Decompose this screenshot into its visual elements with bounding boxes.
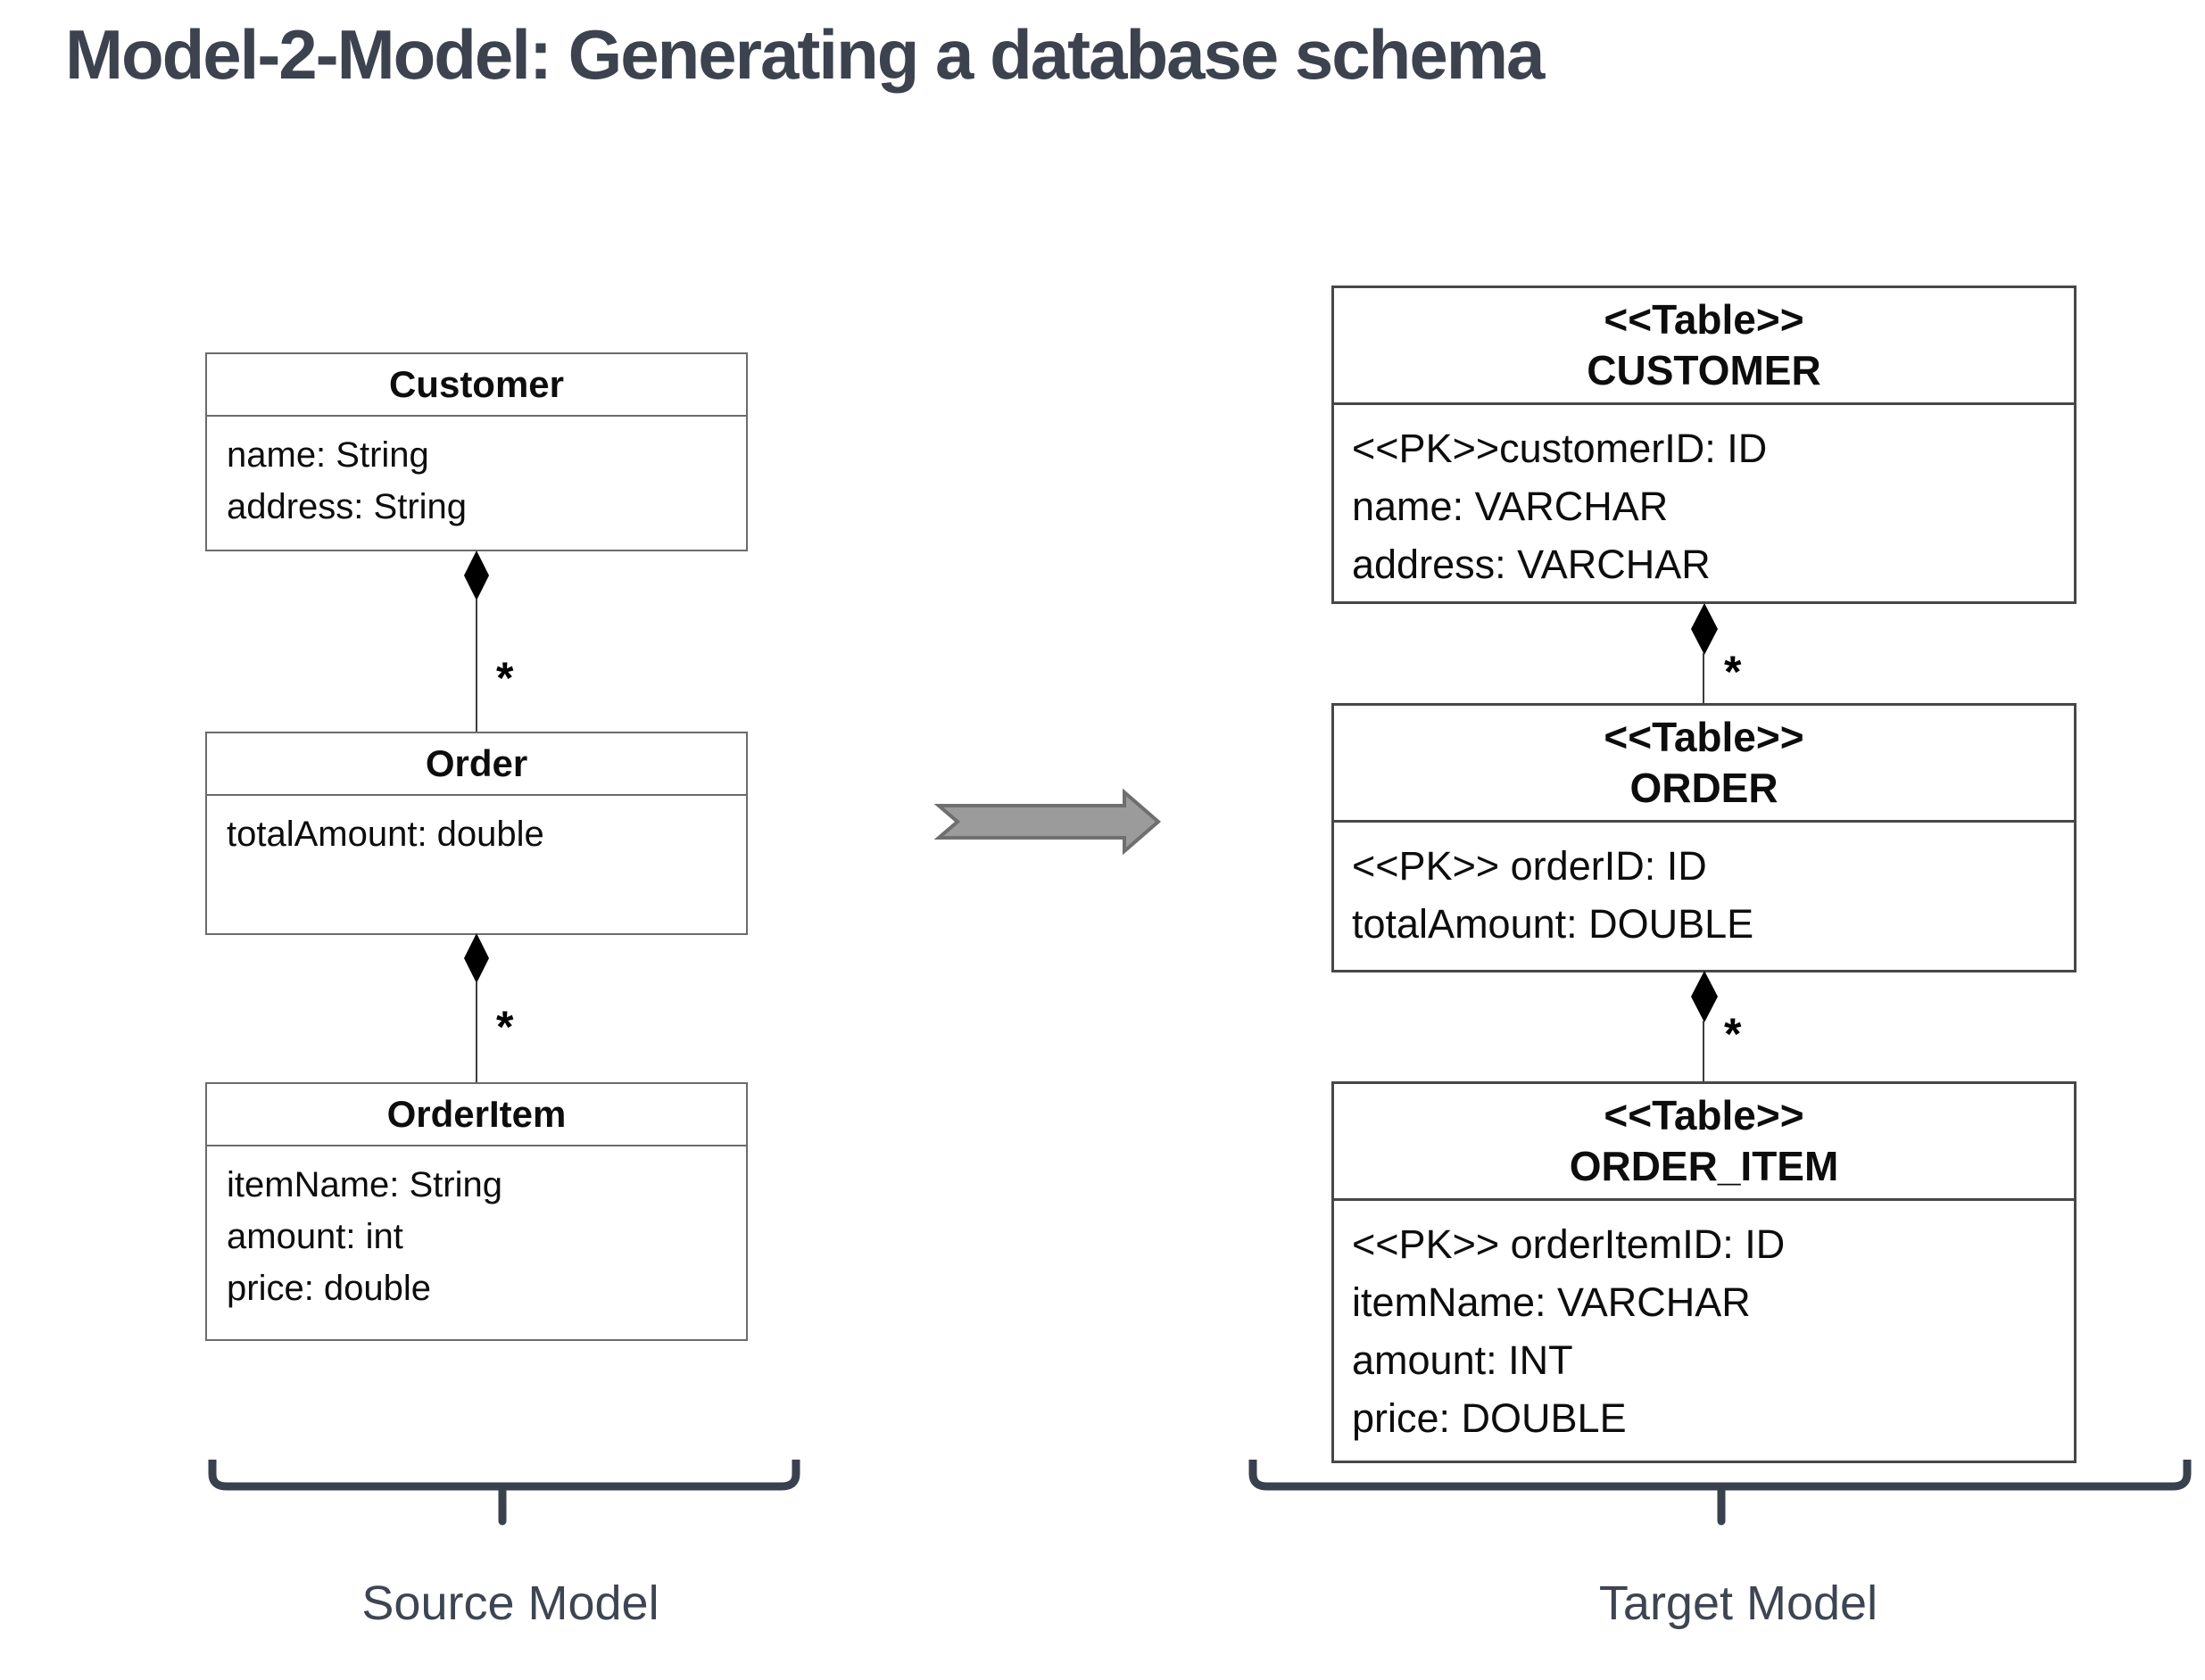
source-model-brace-icon (208, 1460, 800, 1526)
composition-diamond-icon (464, 550, 489, 600)
table-column: <<PK>> orderItemID: ID (1352, 1221, 1786, 1267)
table-column: address: VARCHAR (1352, 542, 1711, 587)
target-model-brace-icon (1248, 1460, 2192, 1526)
table-header-order: <<Table>> ORDER (1334, 706, 2074, 823)
association-line (1703, 653, 1704, 705)
table-columns-customer: <<PK>>customerID: ID name: VARCHAR addre… (1334, 405, 2074, 593)
table-name-orderitem: ORDER_ITEM (1569, 1143, 1839, 1189)
table-box-customer: <<Table>> CUSTOMER <<PK>>customerID: ID … (1331, 286, 2077, 604)
transformation-arrow-icon (933, 788, 1162, 856)
table-box-orderitem: <<Table>> ORDER_ITEM <<PK>> orderItemID:… (1331, 1081, 2077, 1463)
table-column: <<PK>> orderID: ID (1352, 843, 1707, 889)
table-columns-order: <<PK>> orderID: ID totalAmount: DOUBLE (1334, 823, 2074, 953)
table-stereotype: <<Table>> (1604, 296, 1804, 343)
table-columns-orderitem: <<PK>> orderItemID: ID itemName: VARCHAR… (1334, 1201, 2074, 1447)
composition-diamond-icon (1691, 603, 1718, 655)
class-attributes-order: totalAmount: double (207, 796, 746, 860)
association-line (476, 599, 477, 732)
table-header-customer: <<Table>> CUSTOMER (1334, 288, 2074, 405)
table-column: name: VARCHAR (1352, 484, 1669, 529)
class-attribute: itemName: String (227, 1165, 502, 1204)
class-attribute: totalAmount: double (227, 815, 544, 854)
class-name-order: Order (207, 733, 746, 796)
class-box-orderitem: OrderItem itemName: String amount: int p… (205, 1082, 748, 1341)
association-line (1703, 1021, 1704, 1081)
class-attribute: name: String (227, 435, 429, 475)
class-attribute: amount: int (227, 1217, 403, 1256)
multiplicity-star: * (1724, 647, 1742, 697)
table-column: price: DOUBLE (1352, 1395, 1627, 1441)
multiplicity-star: * (496, 1002, 514, 1052)
class-box-order: Order totalAmount: double (205, 732, 748, 935)
multiplicity-star: * (496, 653, 514, 703)
page-title: Model-2-Model: Generating a database sch… (65, 15, 1545, 94)
composition-diamond-icon (464, 933, 489, 983)
table-stereotype: <<Table>> (1604, 1092, 1804, 1138)
table-column: amount: INT (1352, 1337, 1573, 1383)
table-name-order: ORDER (1629, 765, 1778, 811)
class-attribute: address: String (227, 487, 468, 526)
class-name-customer: Customer (207, 354, 746, 417)
table-column: itemName: VARCHAR (1352, 1279, 1751, 1325)
table-box-order: <<Table>> ORDER <<PK>> orderID: ID total… (1331, 703, 2077, 972)
table-column: <<PK>>customerID: ID (1352, 426, 1768, 471)
class-name-orderitem: OrderItem (207, 1084, 746, 1146)
class-box-customer: Customer name: String address: String (205, 352, 748, 551)
table-name-customer: CUSTOMER (1587, 347, 1821, 393)
association-line (476, 981, 477, 1082)
composition-diamond-icon (1691, 971, 1718, 1022)
source-model-label: Source Model (361, 1577, 659, 1630)
multiplicity-star: * (1724, 1009, 1742, 1059)
class-attribute: price: double (227, 1269, 432, 1308)
class-attributes-orderitem: itemName: String amount: int price: doub… (207, 1146, 746, 1314)
table-header-orderitem: <<Table>> ORDER_ITEM (1334, 1084, 2074, 1201)
table-column: totalAmount: DOUBLE (1352, 901, 1754, 947)
target-model-label: Target Model (1598, 1577, 1878, 1630)
table-stereotype: <<Table>> (1604, 714, 1804, 760)
class-attributes-customer: name: String address: String (207, 417, 746, 533)
